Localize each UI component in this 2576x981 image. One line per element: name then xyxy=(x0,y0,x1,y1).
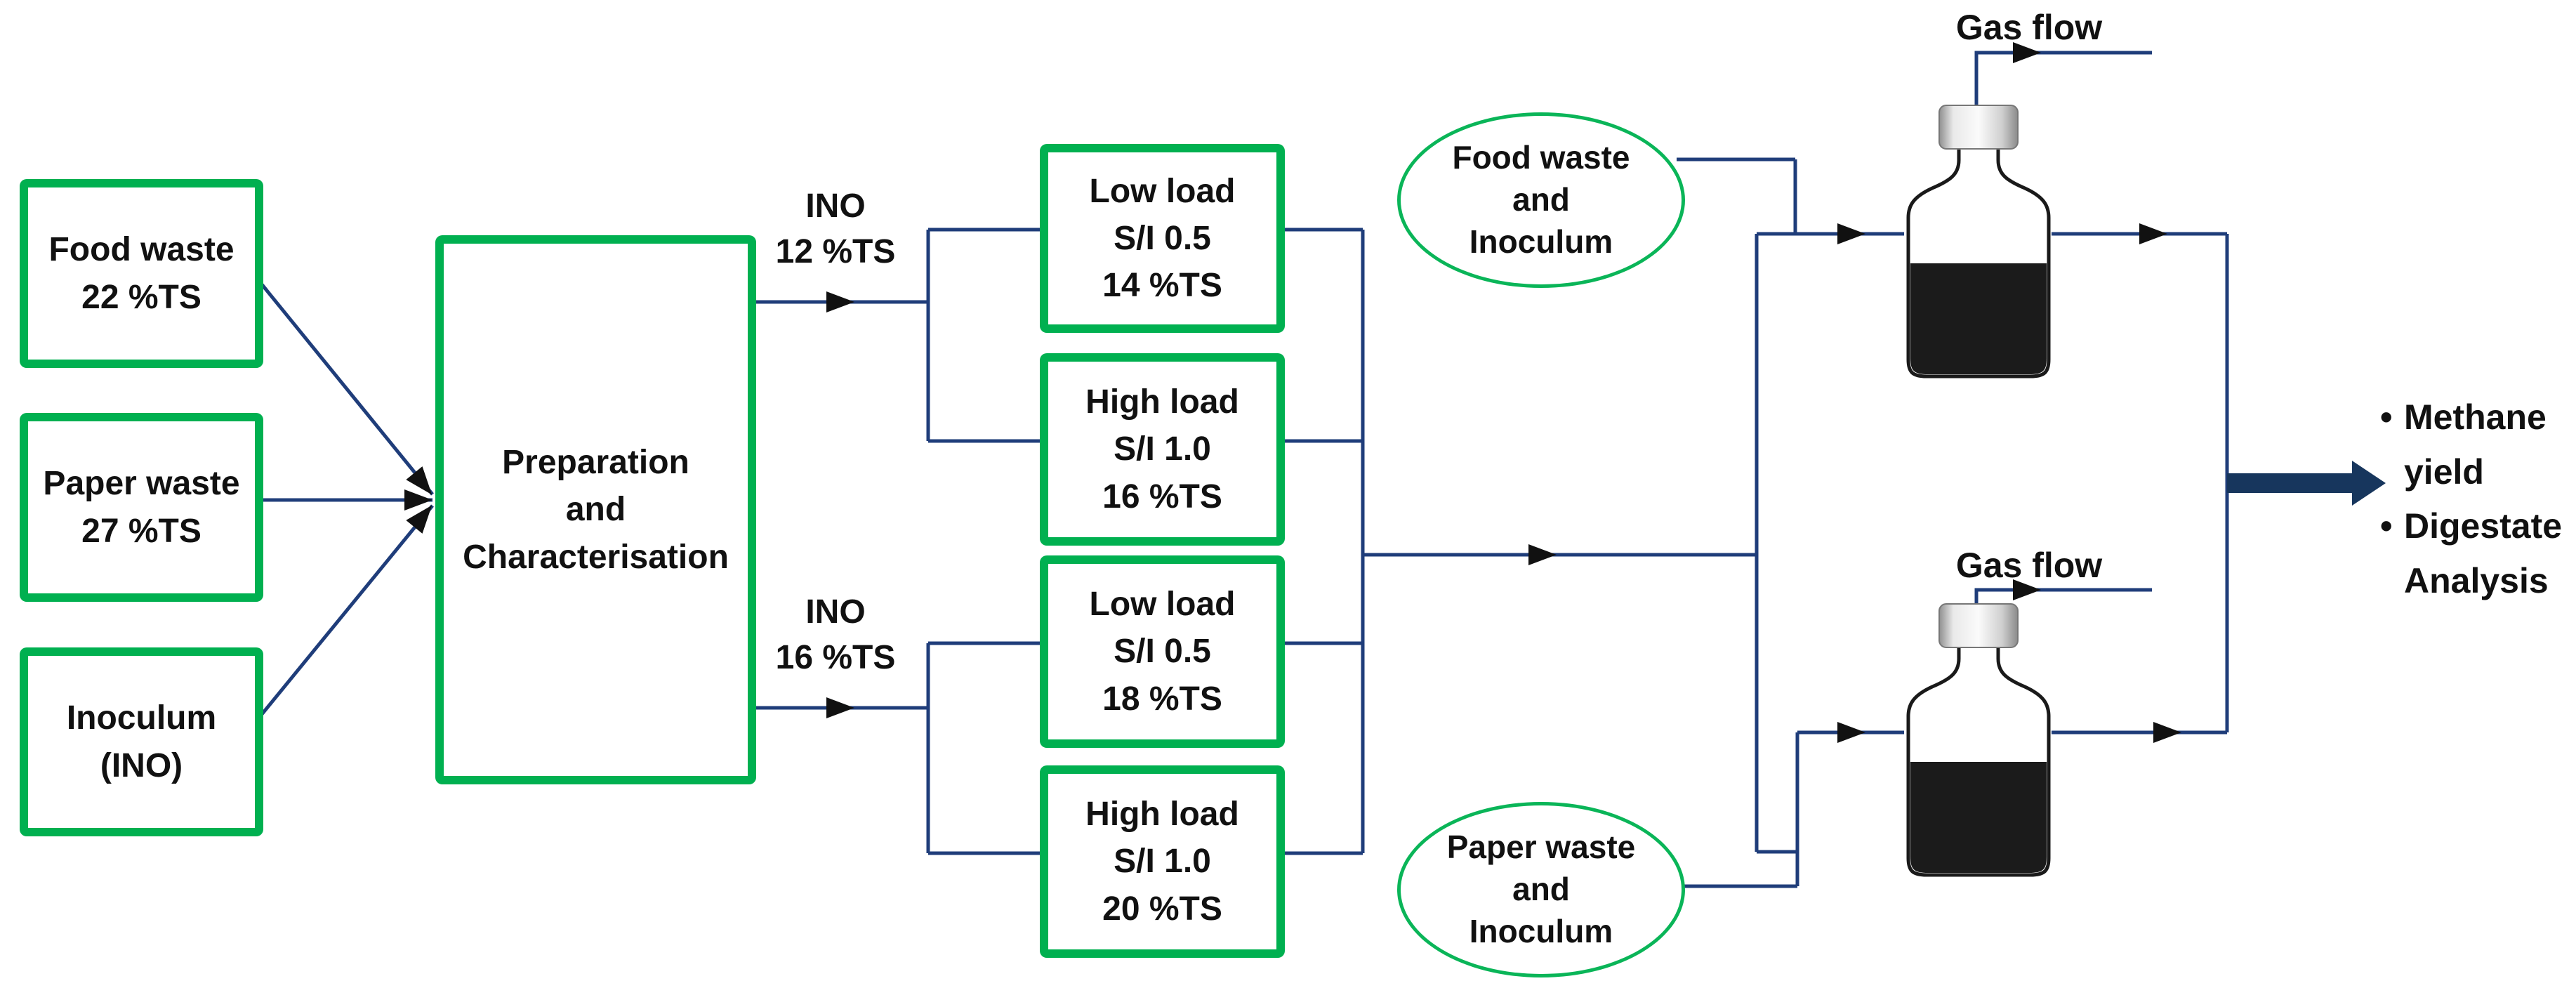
treatment-label: 14 %TS xyxy=(1102,267,1222,305)
source-feed-lines xyxy=(245,264,434,735)
branch-label-line: 12 %TS xyxy=(775,232,896,270)
treatment-box-high-load-20: High load S/I 1.0 20 %TS xyxy=(1040,765,1285,958)
result-item-digestate-analysis: • Digestate Analysis xyxy=(2380,499,2576,608)
branch-label-line: 16 %TS xyxy=(775,638,896,676)
distribution-lines xyxy=(1677,157,1904,888)
arrowheads xyxy=(404,42,2181,743)
source-box-paper-waste: Paper waste 27 %TS xyxy=(20,413,263,602)
digester-bottle-bottom xyxy=(1908,604,2049,875)
branch-split-lines xyxy=(739,228,1040,855)
source-box-label: Paper waste xyxy=(43,465,240,503)
preparation-label: Preparation xyxy=(502,444,689,482)
result-item-methane-yield: • Methane yield xyxy=(2380,390,2576,499)
output-lines xyxy=(2052,232,2229,735)
source-box-label: (INO) xyxy=(100,746,183,784)
treatment-box-high-load-16: High load S/I 1.0 16 %TS xyxy=(1040,353,1285,546)
source-box-label: 22 %TS xyxy=(81,278,202,316)
preparation-label: and xyxy=(565,491,626,529)
preparation-box: Preparation and Characterisation xyxy=(435,235,756,784)
preparation-label: Characterisation xyxy=(463,538,729,576)
treatment-label: 16 %TS xyxy=(1102,478,1222,515)
treatment-box-low-load-14: Low load S/I 0.5 14 %TS xyxy=(1040,144,1285,333)
bullet-icon: • xyxy=(2380,397,2393,437)
treatment-label: 20 %TS xyxy=(1102,890,1222,928)
bullet-icon: • xyxy=(2380,506,2393,546)
treatment-label: High load xyxy=(1085,383,1239,421)
treatment-label: S/I 0.5 xyxy=(1114,219,1211,257)
result-item-label: Methane yield xyxy=(2404,397,2547,492)
source-box-inoculum: Inoculum (INO) xyxy=(20,647,263,836)
treatment-label: Low load xyxy=(1089,586,1236,624)
gas-flow-lines xyxy=(1974,51,2152,607)
mixture-ellipse-food-waste: Food waste and Inoculum xyxy=(1397,112,1685,288)
branch-label-ino-12: INO 12 %TS xyxy=(755,184,916,275)
source-box-label: Food waste xyxy=(48,231,235,269)
treatment-box-low-load-18: Low load S/I 0.5 18 %TS xyxy=(1040,555,1285,748)
gas-flow-label-bottom: Gas flow xyxy=(1955,546,2103,585)
source-box-label: Inoculum xyxy=(66,699,217,737)
collector-lines xyxy=(1268,228,1757,855)
branch-label-line: INO xyxy=(805,187,866,225)
treatment-label: S/I 1.0 xyxy=(1114,843,1211,881)
mixture-ellipse-paper-waste: Paper waste and Inoculum xyxy=(1397,802,1685,977)
source-box-food-waste: Food waste 22 %TS xyxy=(20,179,263,368)
mixture-label: Inoculum xyxy=(1469,223,1613,260)
treatment-label: S/I 1.0 xyxy=(1114,430,1211,468)
branch-label-ino-16: INO 16 %TS xyxy=(755,590,916,681)
gas-flow-label-top: Gas flow xyxy=(1955,8,2103,47)
branch-label-line: INO xyxy=(805,593,866,631)
mixture-label: and xyxy=(1512,181,1570,218)
treatment-label: Low load xyxy=(1089,172,1236,210)
mixture-label: Inoculum xyxy=(1469,912,1613,949)
treatment-label: 18 %TS xyxy=(1102,680,1222,718)
source-box-label: 27 %TS xyxy=(81,512,202,550)
mixture-label: Paper waste xyxy=(1446,829,1636,866)
mixture-label: Food waste xyxy=(1452,139,1630,176)
results-list: • Methane yield • Digestate Analysis xyxy=(2380,390,2576,608)
result-item-label: Digestate Analysis xyxy=(2404,506,2563,600)
results-block-arrow xyxy=(2227,461,2386,506)
digester-bottle-top xyxy=(1908,105,2049,376)
mixture-label: and xyxy=(1512,871,1570,908)
treatment-label: S/I 0.5 xyxy=(1114,633,1211,671)
treatment-label: High load xyxy=(1085,796,1239,834)
